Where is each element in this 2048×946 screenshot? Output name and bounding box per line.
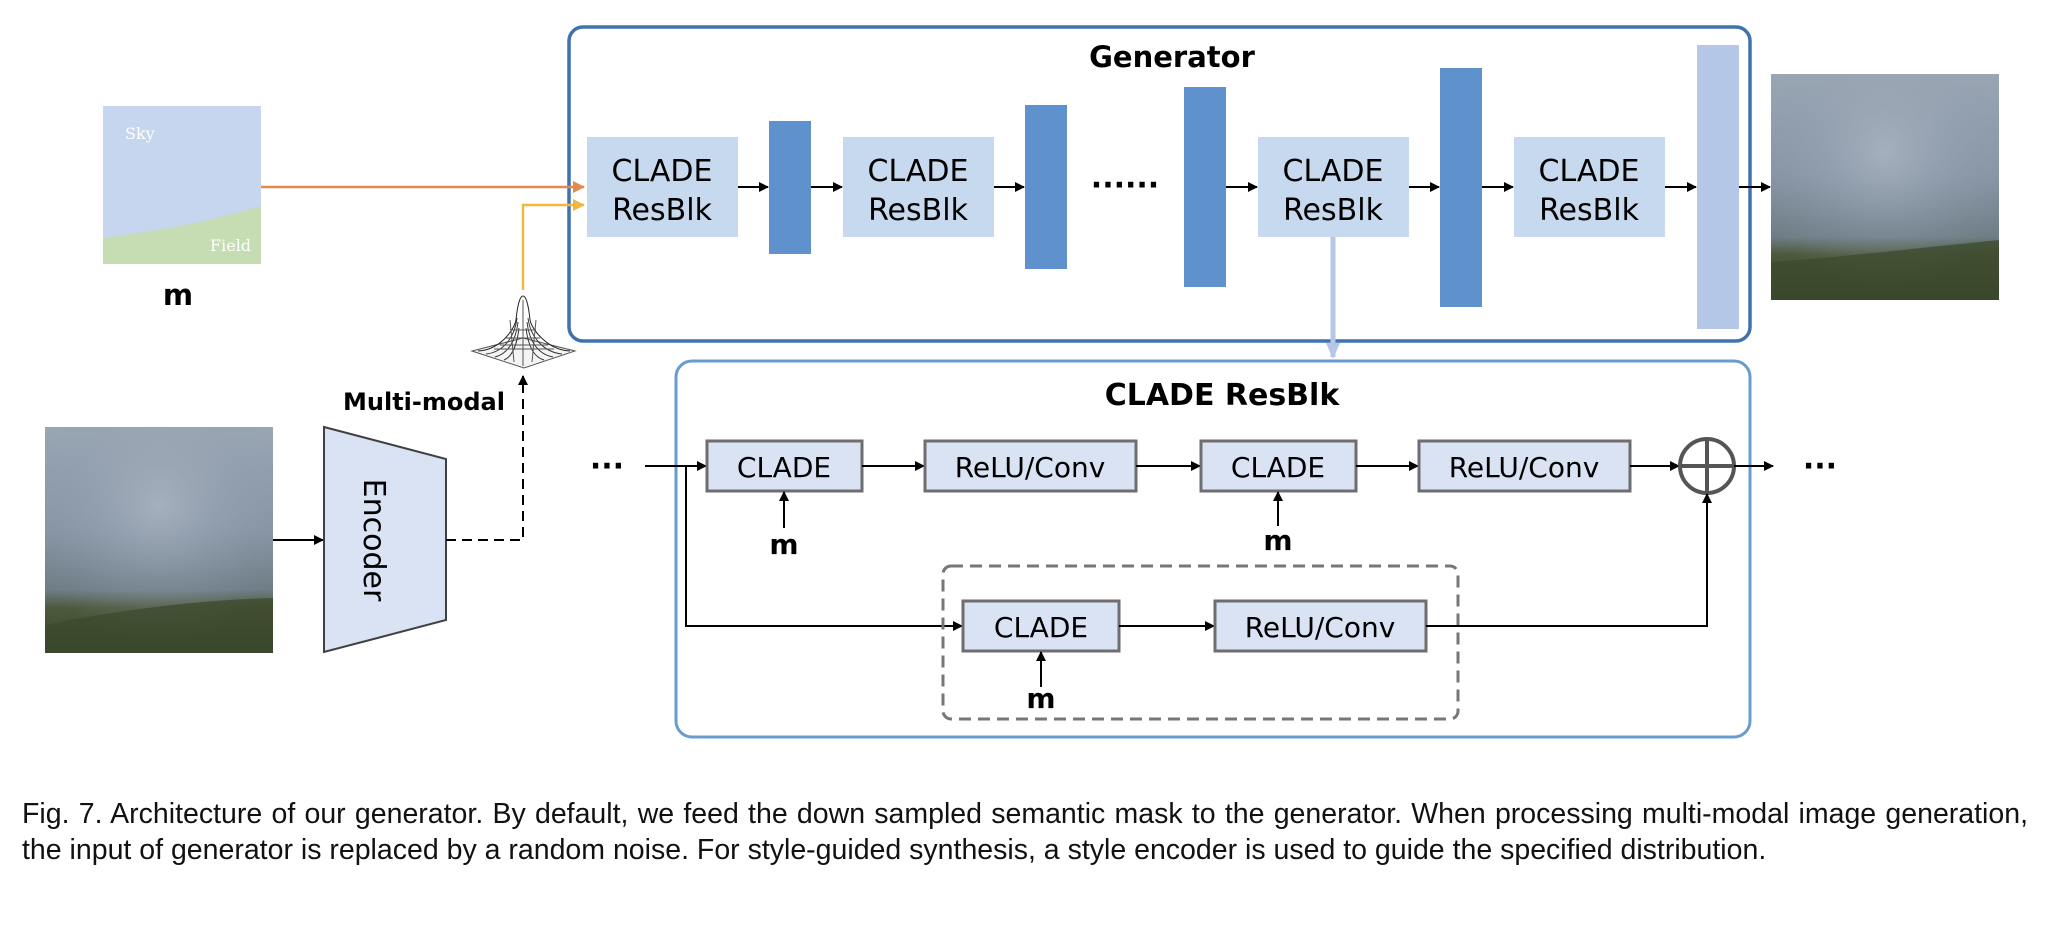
shortcut-to-sum [1426,493,1712,627]
shortcut-reluconv: ReLU/Conv [1213,599,1428,653]
feature-map-2 [1025,105,1067,269]
resblk-ellipsis-right: ··· [1803,449,1837,484]
main-reluconv-1: ReLU/Conv [923,439,1138,493]
generator-title: Generator [1089,40,1255,74]
svg-text:CLADE: CLADE [612,154,713,189]
main-clade-2: CLADE [1199,439,1358,493]
generator-block-4: CLADE ResBlk [1514,137,1665,237]
mask-sky-label: Sky [125,124,155,143]
shortcut-clade: CLADE [961,599,1121,653]
m-label-shortcut: m [1026,682,1055,715]
generator-block-1: CLADE ResBlk [587,137,738,237]
multimodal-label: Multi-modal [343,388,505,416]
svg-text:CLADE: CLADE [1283,154,1384,189]
svg-text:ReLU/Conv: ReLU/Conv [1245,611,1396,644]
generator-block-3: CLADE ResBlk [1258,137,1409,237]
generated-image [1771,74,1999,300]
feature-map-1 [769,121,811,254]
resblk-title: CLADE ResBlk [1105,378,1341,413]
architecture-diagram: Generator Sky Field m CLADE ResBlk CLADE… [45,25,1999,739]
encoder-label: Encoder [356,479,391,602]
svg-text:CLADE: CLADE [1231,451,1325,484]
shortcut-line [685,466,963,631]
svg-text:ResBlk: ResBlk [612,193,713,228]
svg-text:CLADE: CLADE [868,154,969,189]
resblk-frame [674,359,1752,739]
noise-input-line [521,199,585,290]
svg-text:ResBlk: ResBlk [1283,193,1384,228]
encoder-block [323,425,447,654]
gaussian-distribution-icon [470,295,577,369]
svg-text:ResBlk: ResBlk [868,193,969,228]
svg-text:ReLU/Conv: ReLU/Conv [1449,451,1600,484]
m-label-main-1: m [769,528,798,561]
resblk-ellipsis-left: ··· [590,449,624,484]
m-label-main-2: m [1263,524,1292,557]
svg-text:CLADE: CLADE [1539,154,1640,189]
main-clade-1: CLADE [705,439,864,493]
svg-text:ResBlk: ResBlk [1539,193,1640,228]
svg-text:CLADE: CLADE [994,611,1088,644]
svg-text:ReLU/Conv: ReLU/Conv [955,451,1106,484]
sum-node-icon [1678,437,1736,495]
mask-field-label: Field [210,236,251,255]
svg-text:CLADE: CLADE [737,451,831,484]
main-reluconv-2: ReLU/Conv [1417,439,1632,493]
semantic-mask-image: Sky Field [103,106,261,264]
figure-caption: Fig. 7. Architecture of our generator. B… [22,798,2028,866]
style-image [45,427,273,653]
feature-map-4 [1440,68,1482,307]
encoder-output-dashed [446,375,528,541]
shortcut-dashed-group [941,564,1460,721]
generator-block-2: CLADE ResBlk [843,137,994,237]
final-output-map [1697,45,1739,329]
generator-ellipsis: ······ [1091,168,1159,203]
feature-map-3 [1184,87,1226,287]
mask-symbol: m [163,278,193,312]
generator-frame [567,25,1752,343]
